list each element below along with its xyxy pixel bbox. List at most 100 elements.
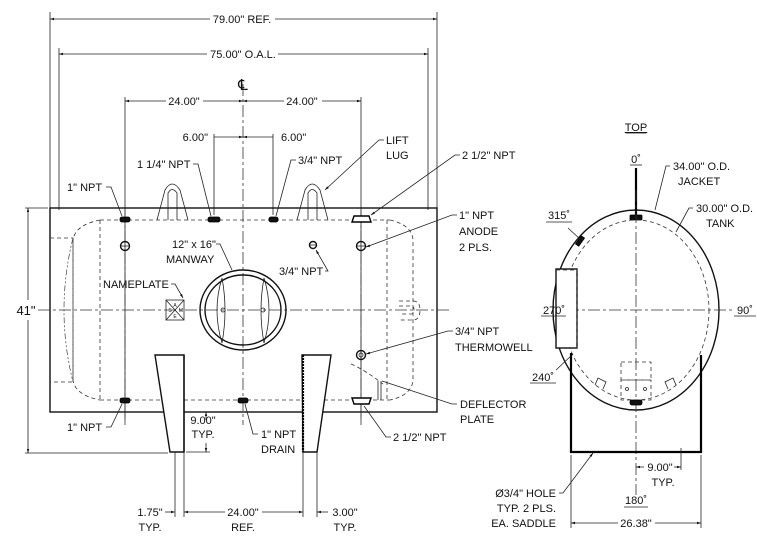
callout-2-1-2-bottom-text: 2 1/2" NPT	[393, 432, 447, 444]
asme-a: A	[173, 303, 177, 309]
dim-width-end: 26.38"	[570, 455, 702, 530]
callout-nameplate-text: NAMEPLATE	[103, 279, 169, 291]
angle-315: 315˚	[546, 210, 581, 240]
dim-24ref-label: 24.00"	[227, 507, 259, 519]
saddle-tab-left	[594, 377, 607, 390]
side-view: 79.00" REF. 75.00" O.A.L. ℄ 24.00" 24.00…	[16, 12, 533, 534]
callout-3-4-top: 3/4" NPT	[275, 155, 343, 217]
callout-1in-bottom: 1" NPT	[67, 403, 123, 434]
dim-9-end: 9.00" TYP.	[636, 448, 682, 489]
end-fitting-bottom	[629, 399, 643, 406]
callout-anode: 1" NPT ANODE 2 PLS.	[365, 210, 498, 254]
lift-lug-left	[156, 183, 189, 221]
angle-270: 270˚	[541, 305, 566, 317]
angle-315-text: 315˚	[548, 210, 570, 222]
saddle-left	[154, 354, 185, 453]
hole-text-3: EA. SADDLE	[491, 518, 556, 530]
callout-manway-text-1: 12" x 16"	[172, 239, 216, 251]
angle-90-text: 90˚	[737, 305, 753, 317]
callout-deflector-text-2: PLATE	[460, 414, 494, 426]
callout-anode-text-1: 1" NPT	[459, 210, 494, 222]
callout-tank: 30.00" O.D. TANK	[675, 203, 753, 233]
tank-text-1: 30.00" O.D.	[696, 203, 753, 215]
saddle-right	[301, 354, 332, 453]
callout-hole: Ø3/4" HOLE TYP. 2 PLS. EA. SADDLE	[491, 452, 594, 530]
deflector-plate	[350, 363, 384, 385]
hole-text-1: Ø3/4" HOLE	[495, 488, 556, 500]
heater-bolt-left	[625, 387, 629, 391]
angle-180-text: 180˚	[625, 495, 647, 507]
dim-6-right-label: 6.00"	[281, 132, 306, 144]
callout-manway: 12" x 16" MANWAY	[166, 239, 233, 271]
callout-lift-lug: LIFT LUG	[324, 135, 409, 191]
end-view: TOP 0˚ 34.00" O.D. JACKET	[491, 122, 756, 530]
callout-deflector: DEFLECTOR PLATE	[381, 380, 526, 426]
callout-jacket: 34.00" O.D. JACKET	[654, 161, 730, 211]
width-label: 26.38"	[620, 518, 652, 530]
dim-height: 41"	[16, 207, 168, 454]
dim-24ref-ref: REF.	[231, 522, 255, 534]
callout-anode-text-3: 2 PLS.	[459, 242, 492, 254]
fitting-3-4in-top	[268, 216, 279, 223]
dim-overall-ref: 79.00" REF.	[49, 12, 438, 210]
callout-3-4-mid-text: 3/4" NPT	[279, 266, 324, 278]
fitting-1in-top	[119, 216, 131, 223]
callout-1in-top-text: 1" NPT	[67, 182, 102, 194]
dim-175-typ: TYP.	[138, 522, 161, 534]
callout-1in-bottom-text: 1" NPT	[67, 422, 102, 434]
angle-240-text: 240˚	[532, 372, 554, 384]
heater-bolt-right	[643, 387, 647, 391]
tank-text-2: TANK	[706, 218, 735, 230]
anode-left	[119, 240, 131, 252]
left-head-flange	[50, 237, 74, 383]
callout-thermowell-text-1: 3/4" NPT	[455, 326, 500, 338]
fitting-1in-bottom	[119, 397, 131, 404]
top-label: TOP	[625, 122, 647, 134]
manway-projection	[555, 268, 578, 349]
callout-3-4-top-text: 3/4" NPT	[298, 155, 343, 167]
overall-ref-label: 79.00" REF.	[213, 14, 271, 26]
callout-3-4-mid: 3/4" NPT	[279, 249, 329, 278]
angle-270-text: 270˚	[543, 305, 565, 317]
end-saddle	[569, 353, 703, 454]
dim-9-end-label: 9.00"	[647, 462, 672, 474]
asme-e: E	[173, 314, 177, 320]
jacket-text-2: JACKET	[678, 176, 720, 188]
dim-3-typ: TYP.	[333, 522, 356, 534]
dim-24-left-label: 24.00"	[168, 96, 200, 108]
oal-label: 75.00" O.A.L.	[210, 49, 276, 61]
callout-drain-text-2: DRAIN	[261, 444, 295, 456]
callout-1in-top: 1" NPT	[67, 182, 123, 217]
height-label: 41"	[16, 303, 35, 318]
angle-0-label: 0˚	[631, 154, 641, 166]
angle-240: 240˚	[530, 353, 574, 384]
callout-drain-text-1: 1" NPT	[261, 429, 296, 441]
angle-90: 90˚	[734, 305, 756, 317]
heating-element	[399, 300, 421, 321]
dim-24-right-label: 24.00"	[286, 96, 318, 108]
fitting-2-1-2in-bottom	[351, 397, 372, 405]
callout-anode-text-2: ANODE	[459, 226, 498, 238]
nameplate-stamp: A S M E	[165, 299, 185, 321]
callout-thermowell: 3/4" NPT THERMOWELL	[365, 326, 533, 355]
callout-lift-text-1: LIFT	[386, 135, 409, 147]
asme-m: M	[179, 308, 183, 314]
saddle-tab-right	[664, 377, 677, 390]
dim-9-side: 9.00" TYP.	[186, 412, 216, 453]
callout-2-1-2-bottom: 2 1/2" NPT	[363, 405, 447, 444]
callout-2-1-2-top: 2 1/2" NPT	[370, 150, 516, 216]
callout-nameplate: NAMEPLATE	[103, 279, 184, 299]
anode-right	[355, 240, 367, 252]
dim-oal: 75.00" O.A.L.	[58, 48, 429, 210]
dim-bottom: 1.75" TYP. 24.00" REF. 3.00" TYP.	[137, 452, 358, 534]
callout-1-1-4-text: 1 1/4" NPT	[137, 159, 191, 171]
dim-3-label: 3.00"	[332, 507, 357, 519]
asme-s: S	[168, 308, 172, 314]
callout-lift-text-2: LUG	[386, 150, 409, 162]
lift-lug-right	[296, 183, 329, 221]
dim-6-top: 6.00" 6.00"	[183, 132, 306, 215]
port-3-4-mid	[308, 240, 318, 250]
dim-175-label: 1.75"	[137, 507, 162, 519]
callout-manway-text-2: MANWAY	[166, 254, 215, 266]
